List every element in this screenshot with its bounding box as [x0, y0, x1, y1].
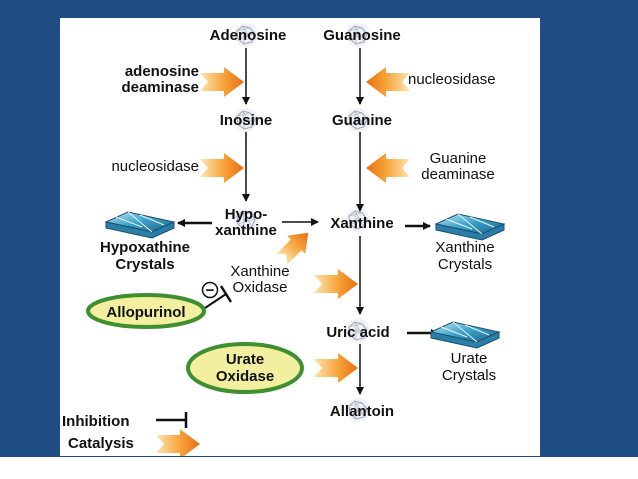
diagram-panel: Adenosine Guanosine Inosine Guanine Hypo…	[60, 18, 540, 456]
enzyme-adenosine-deaminase-line1: adenosine	[125, 63, 199, 80]
hypoxanthine-crystals-line2: Crystals	[115, 256, 174, 273]
enzyme-nucleosidase-left: nucleosidase	[111, 158, 199, 175]
compound-adenosine: Adenosine	[210, 27, 287, 44]
crystal-icon	[105, 211, 175, 239]
compound-allantoin: Allantoin	[330, 403, 394, 420]
orange-arrow-icon	[272, 223, 318, 269]
drug-allopurinol: Allopurinol	[106, 304, 185, 321]
inhibition-minus-sign: −	[206, 282, 215, 299]
xanthine-crystals-line1: Xanthine	[435, 239, 494, 256]
compound-guanosine: Guanosine	[323, 27, 401, 44]
compound-guanine: Guanine	[332, 112, 392, 129]
urate-crystals-line1: Urate	[451, 350, 488, 367]
orange-arrow-icon	[156, 429, 200, 456]
hypoxanthine-crystals-line1: Hypoxathine	[100, 239, 190, 256]
compound-uric-acid: Uric acid	[326, 324, 389, 341]
orange-arrow-icon	[314, 269, 358, 299]
drug-urate-oxidase-line2: Oxidase	[216, 368, 274, 385]
purine-degradation-diagram: Adenosine Guanosine Inosine Guanine Hypo…	[62, 22, 505, 456]
legend-inhibition-label: Inhibition	[62, 413, 129, 430]
urate-oxidase-oval	[186, 342, 304, 394]
orange-arrow-icon	[200, 67, 244, 97]
inhibition-bar-icon	[219, 285, 233, 303]
compound-inosine: Inosine	[220, 112, 273, 129]
orange-arrow-icon	[200, 153, 244, 183]
enzyme-xanthine-oxidase-line2: Oxidase	[232, 279, 287, 296]
orange-arrow-icon	[314, 353, 358, 383]
compound-xanthine: Xanthine	[330, 215, 393, 232]
urate-crystals-line2: Crystals	[442, 367, 496, 384]
enzyme-nucleosidase-right: nucleosidase	[408, 71, 496, 88]
enzyme-guanine-deaminase-line1: Guanine	[430, 150, 487, 167]
orange-arrow-icon	[366, 67, 410, 97]
compound-hypoxanthine-line1: Hypo-	[225, 206, 268, 223]
drug-urate-oxidase-line1: Urate	[226, 351, 264, 368]
orange-arrow-icon	[366, 153, 410, 183]
xanthine-crystals-line2: Crystals	[438, 256, 492, 273]
enzyme-adenosine-deaminase-line2: deaminase	[121, 79, 199, 96]
allopurinol-oval	[86, 293, 206, 329]
compound-hypoxanthine-line2: xanthine	[215, 222, 277, 239]
legend-catalysis-label: Catalysis	[68, 435, 134, 452]
inhibition-line	[204, 293, 227, 309]
crystal-icon	[435, 213, 505, 241]
inhibition-minus-circle	[201, 281, 219, 299]
enzyme-guanine-deaminase-line2: deaminase	[421, 166, 494, 183]
crystal-icon	[430, 321, 500, 349]
inhibition-bar-icon	[156, 412, 188, 428]
bottom-strip	[0, 457, 638, 479]
enzyme-xanthine-oxidase-line1: Xanthine	[230, 263, 289, 280]
